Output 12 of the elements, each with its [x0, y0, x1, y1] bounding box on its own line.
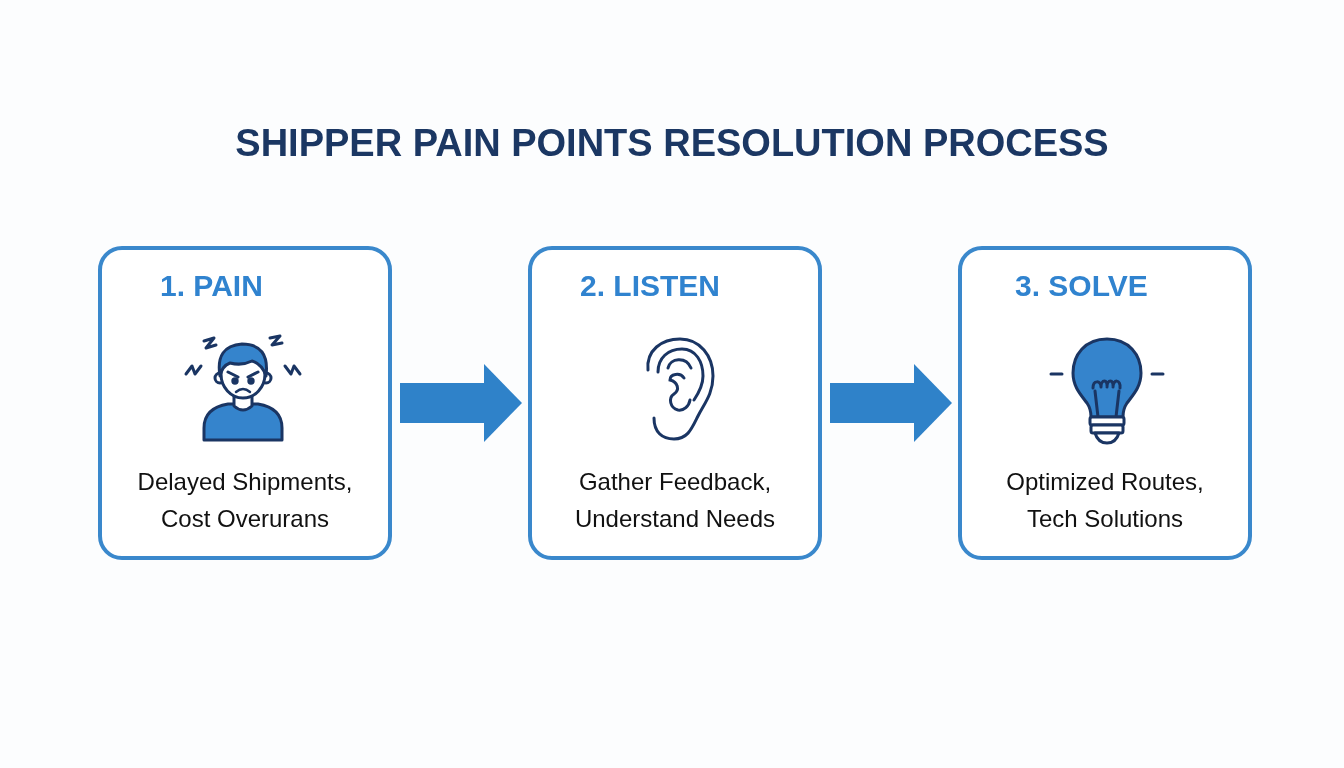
- diagram-title: SHIPPER PAIN POINTS RESOLUTION PROCESS: [235, 121, 1109, 166]
- arrow: [830, 364, 952, 442]
- step-heading: 1. PAIN: [160, 268, 263, 304]
- step-description: Optimized Routes, Tech Solutions: [1005, 467, 1205, 534]
- step-description: Gather Feedback, Understand Needs: [573, 467, 777, 534]
- step-card: [528, 246, 822, 560]
- step-description: Delayed Shipments, Cost Overurans: [136, 467, 354, 534]
- step-heading: 2. LISTEN: [580, 268, 721, 304]
- step-card: [98, 246, 392, 560]
- step-card: [958, 246, 1252, 560]
- arrow: [400, 364, 522, 442]
- step-heading: 3. SOLVE: [1015, 268, 1148, 304]
